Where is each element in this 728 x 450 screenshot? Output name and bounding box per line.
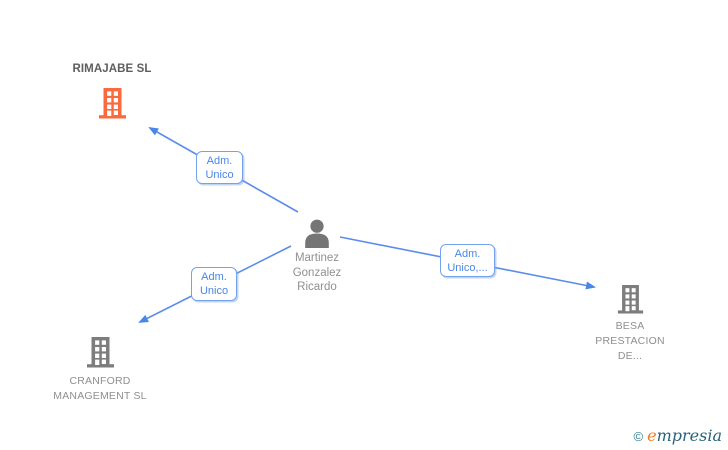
company-name-line: PRESTACION <box>595 335 665 347</box>
edge-label-adm-unico-besa: Adm. Unico,... <box>440 244 495 277</box>
edge-label-line: Adm. <box>454 247 481 260</box>
company-node-besa[interactable]: BESA PRESTACION DE... <box>555 285 705 364</box>
copyright-icon: © <box>633 429 644 444</box>
edge-label-adm-unico-cranford: Adm. Unico <box>191 267 237 301</box>
company-name: RIMAJABE SL <box>72 63 152 75</box>
person-node-martinez-gonzalez-ricardo[interactable]: Martinez Gonzalez Ricardo <box>242 219 392 295</box>
building-icon <box>86 337 114 368</box>
company-node-rimajabe[interactable]: RIMAJABE SL <box>37 62 187 119</box>
edge-label-adm-unico-rimajabe: Adm. Unico <box>196 151 243 184</box>
person-name: Martinez Gonzalez Ricardo <box>293 251 342 295</box>
edge-label-line: Unico <box>199 285 229 297</box>
edge-label-line: Adm. <box>201 271 227 283</box>
person-name-line: Gonzalez <box>292 266 342 279</box>
company-name-line: MANAGEMENT SL <box>53 390 147 402</box>
company-node-cranford[interactable]: CRANFORD MANAGEMENT SL <box>25 337 175 404</box>
company-name-line: BESA <box>615 320 645 332</box>
company-name-line: CRANFORD <box>69 375 131 387</box>
empresia-logo[interactable]: ©empresia <box>634 427 722 446</box>
brand-name: mpresia <box>656 426 722 445</box>
company-name: CRANFORD MANAGEMENT SL <box>53 374 146 404</box>
edge-label-line: Unico <box>205 168 234 181</box>
edge-label-line: Unico,... <box>447 261 488 274</box>
person-icon <box>305 219 329 248</box>
brand-initial: e <box>647 426 657 445</box>
edge-label-line: Adm. <box>206 154 233 167</box>
company-name: BESA PRESTACION DE... <box>595 319 664 364</box>
company-name-line: DE... <box>617 350 643 362</box>
building-icon <box>98 88 126 119</box>
building-icon <box>617 285 643 314</box>
person-name-line: Ricardo <box>297 281 337 293</box>
person-name-line: Martinez <box>294 252 340 264</box>
